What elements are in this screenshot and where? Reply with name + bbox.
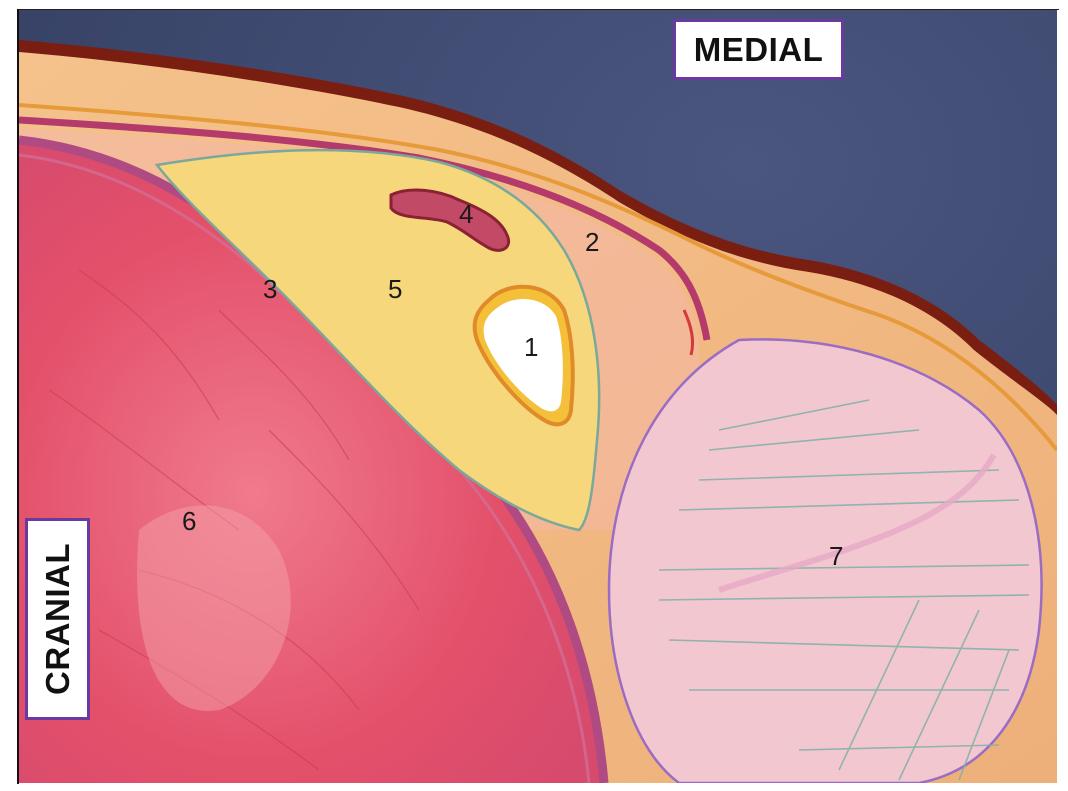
label-1: 1 bbox=[524, 332, 538, 362]
cranial-orientation-text: CRANIAL bbox=[39, 543, 77, 695]
label-7: 7 bbox=[829, 541, 843, 571]
cranial-orientation-label: CRANIAL bbox=[25, 518, 90, 720]
anatomical-illustration: 1 2 3 4 5 6 7 bbox=[19, 10, 1057, 783]
medial-orientation-label: MEDIAL bbox=[673, 19, 844, 80]
label-3: 3 bbox=[263, 274, 277, 304]
label-4: 4 bbox=[459, 199, 473, 229]
label-5: 5 bbox=[388, 274, 402, 304]
label-6: 6 bbox=[182, 506, 196, 536]
label-2: 2 bbox=[585, 227, 599, 257]
